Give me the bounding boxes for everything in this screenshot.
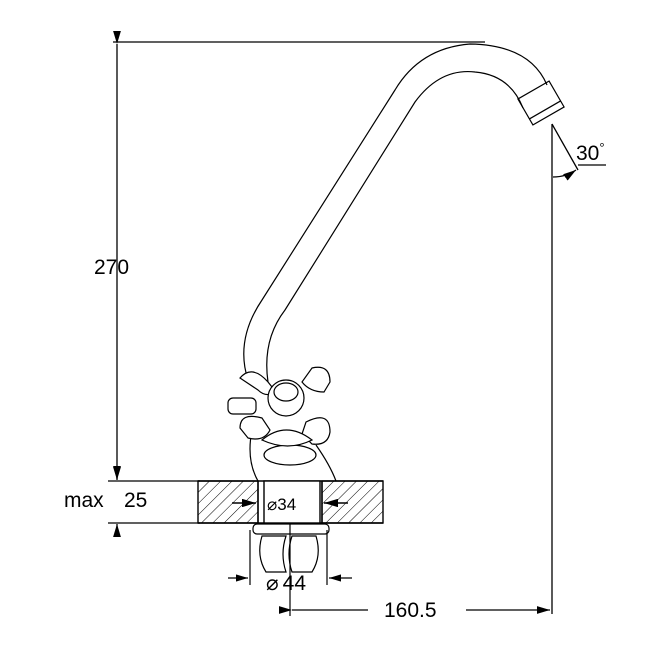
reach-dimension <box>279 123 606 614</box>
spout <box>243 43 565 383</box>
valve-body <box>227 366 337 482</box>
hole-diameter-label: ⌀34 <box>267 495 296 514</box>
thickness-dimension <box>108 466 200 537</box>
angle-label: 30° <box>576 140 605 165</box>
height-label: 270 <box>94 256 129 279</box>
countertop <box>197 480 384 524</box>
thickness-label: 25 <box>124 489 147 512</box>
mounting-nut <box>228 523 352 616</box>
base-diameter-label: ⌀44 <box>266 572 306 595</box>
max-label: max <box>64 489 104 512</box>
height-dimension <box>113 31 485 479</box>
reach-label: 160.5 <box>384 599 437 622</box>
